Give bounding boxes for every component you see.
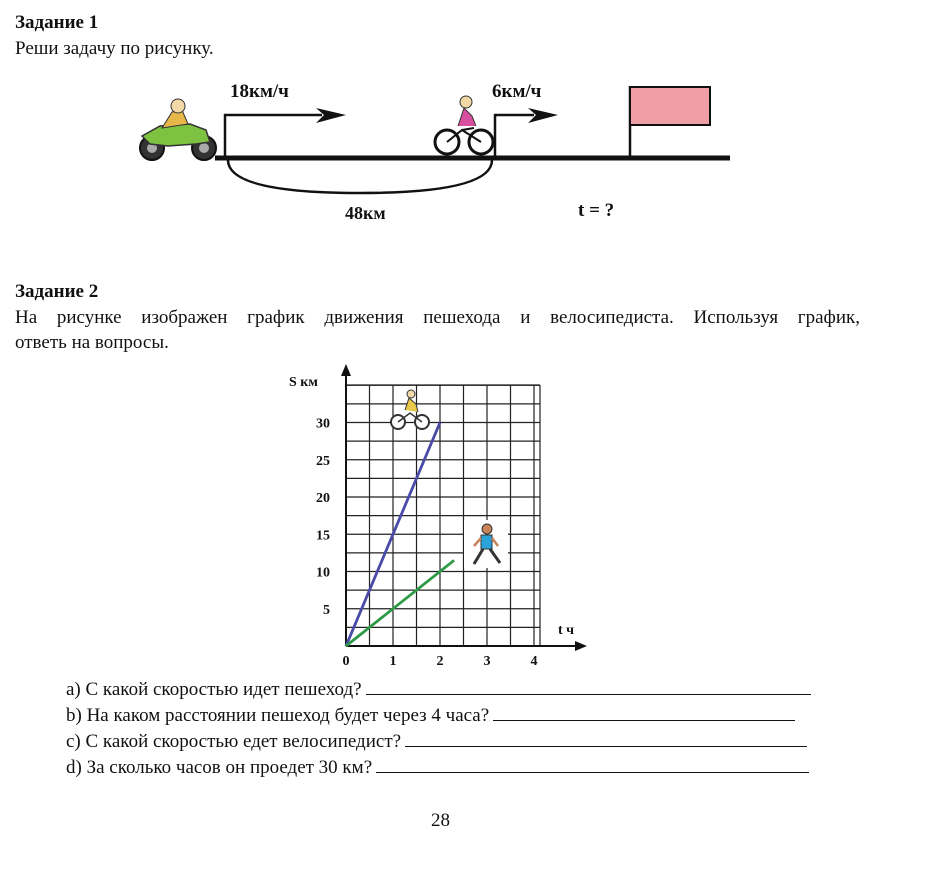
y-tick-label: 30 bbox=[316, 417, 330, 432]
y-axis-label: S км bbox=[289, 375, 318, 390]
moto-speed-arrow bbox=[223, 108, 346, 160]
x-axis-arrow bbox=[575, 641, 587, 651]
y-tick-label: 25 bbox=[316, 454, 330, 469]
x-tick-label: 3 bbox=[484, 654, 491, 669]
y-tick-label: 5 bbox=[323, 603, 330, 618]
time-question-label: t = ? bbox=[578, 200, 614, 221]
cyclist-icon bbox=[433, 95, 495, 156]
y-tick-label: 15 bbox=[316, 528, 330, 543]
bike-speed-arrow bbox=[493, 108, 558, 160]
y-tick-label: 20 bbox=[316, 491, 330, 506]
answer-line-c[interactable] bbox=[405, 744, 808, 747]
x-tick-label: 1 bbox=[390, 654, 397, 669]
question-c: c) С какой скоростью едет велосипедист? bbox=[66, 731, 808, 753]
task1-title: Задание 1 bbox=[15, 12, 99, 33]
page-number: 28 bbox=[431, 810, 450, 831]
x-tick-label: 0 bbox=[343, 654, 350, 669]
x-tick-label: 2 bbox=[437, 654, 444, 669]
x-axis-label: t ч bbox=[558, 623, 574, 638]
question-d-text: d) За сколько часов он проедет 30 км? bbox=[66, 757, 373, 778]
question-a-text: a) С какой скоростью идет пешеход? bbox=[66, 679, 362, 700]
question-c-text: c) С какой скоростью едет велосипедист? bbox=[66, 731, 402, 752]
finish-flag-icon bbox=[628, 86, 711, 160]
answer-line-d[interactable] bbox=[376, 770, 810, 773]
task1-instruction: Реши задачу по рисунку. bbox=[15, 38, 214, 59]
task2-instruction-line1: На рисунке изображен график движения пеш… bbox=[15, 307, 860, 328]
y-tick-label: 10 bbox=[316, 566, 330, 581]
chart-cyclist-icon bbox=[390, 389, 430, 430]
bike-speed-label: 6км/ч bbox=[492, 81, 542, 102]
question-b-text: b) На каком расстоянии пешеход будет чер… bbox=[66, 705, 490, 726]
answer-line-b[interactable] bbox=[493, 718, 796, 721]
distance-label: 48км bbox=[345, 203, 386, 223]
task1-diagram: 18км/ч 6км/ч 48км t = ? bbox=[139, 81, 730, 223]
task2-title: Задание 2 bbox=[15, 281, 99, 302]
y-axis-arrow bbox=[341, 364, 351, 376]
question-d: d) За сколько часов он проедет 30 км? bbox=[66, 757, 810, 779]
chart-pedestrian-icon bbox=[464, 520, 508, 568]
task2-instruction-line2: ответь на вопросы. bbox=[15, 332, 169, 353]
question-a: a) С какой скоростью идет пешеход? bbox=[66, 679, 811, 701]
series-line-1 bbox=[345, 559, 455, 648]
x-tick-label: 4 bbox=[531, 654, 538, 669]
question-b: b) На каком расстоянии пешеход будет чер… bbox=[66, 705, 796, 727]
series-line-0 bbox=[344, 421, 442, 647]
motorcycle-icon bbox=[139, 98, 217, 161]
moto-speed-label: 18км/ч bbox=[230, 81, 289, 102]
answer-line-a[interactable] bbox=[365, 692, 811, 695]
distance-arc bbox=[226, 159, 494, 195]
